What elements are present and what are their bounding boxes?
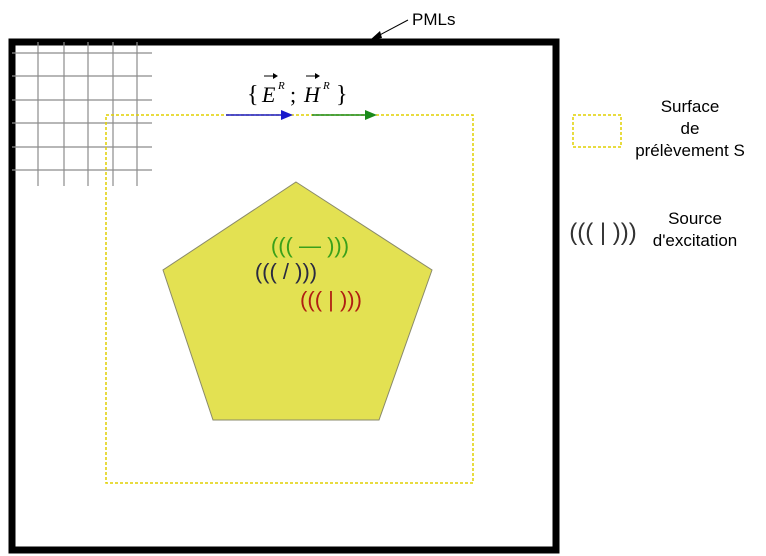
legend-source-line1: Source (668, 209, 722, 228)
pml-boundary (8, 38, 560, 554)
field-label-close-brace: } (336, 82, 348, 108)
legend-surface-line3: prélèvement S (635, 141, 745, 160)
field-label-e-sup: R (277, 80, 285, 92)
source-dark: ((( / ))) (255, 259, 317, 284)
source-green: ((( — ))) (271, 233, 349, 258)
pentagon-object (162, 181, 433, 421)
legend-surface-line1: Surface (660, 97, 720, 116)
field-label-h: H (303, 82, 321, 107)
source-red: ((( | ))) (300, 287, 362, 312)
field-label-open-brace: { (247, 82, 259, 108)
field-label-separator: ; (290, 82, 296, 107)
field-label: { E R ; H R } (247, 73, 348, 108)
legend-surface-swatch (572, 114, 622, 148)
legend-source-symbol: ((( | ))) (569, 219, 637, 246)
field-label-h-sup: R (322, 80, 330, 92)
mesh-grid (12, 42, 152, 186)
legend-surface-line2: de (680, 119, 700, 138)
legend-surface-label: Surface de prélèvement S (634, 96, 746, 162)
legend-source-label: Source d'excitation (640, 208, 750, 252)
pml-pointer-arrow (370, 19, 409, 40)
sampling-surface (105, 114, 474, 484)
pml-label: PMLs (412, 10, 456, 29)
field-arrow-green (312, 110, 377, 120)
field-label-e: E (261, 82, 276, 107)
field-arrow-blue (226, 110, 293, 120)
legend-source-line2: d'excitation (652, 231, 738, 250)
